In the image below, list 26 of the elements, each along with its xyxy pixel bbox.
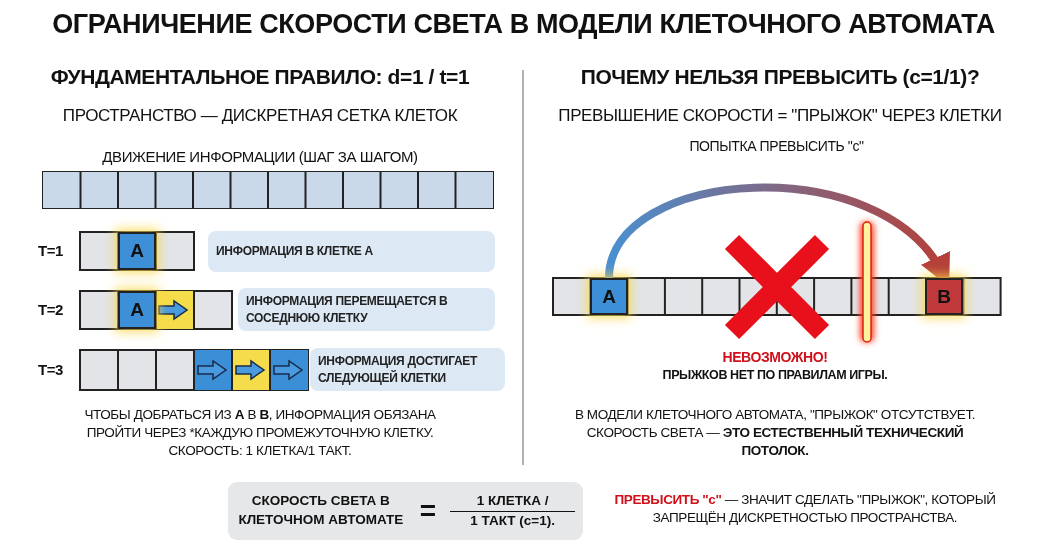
cell-a: A [590,278,628,315]
info-panel: ИНФОРМАЦИЯ ПЕРЕМЕЩАЕТСЯ В СОСЕДНЮЮ КЛЕТКУ [238,288,495,331]
paragraph: ПРЕВЫСИТЬ "c" — ЗНАЧИТ СДЕЛАТЬ "ПРЫЖОК", КОТОРЫЙ ЗАПРЕЩЁН ДИСКРЕТНОСТЬЮ ПРОСТРАНСТВА. [613,491,997,528]
fraction: 1 КЛЕТКА / 1 ТАКТ (c=1). [450,491,576,531]
cell-a: A [118,232,156,270]
paragraph: ЧТОБЫ ДОБРАТЬСЯ ИЗ A В B, ИНФОРМАЦИЯ ОБЯЗАНА ПРОЙТИ ЧЕРЕЗ *КАЖДУЮ ПРОМЕЖУТОЧНУЮ КЛЕТКУ. СКОРОСТЬ: 1 КЛЕТКА/1 ТАКТ. [83,406,437,461]
formula-card [228,482,583,540]
cell-b: B [925,278,963,315]
subheading: ДВИЖЕНИЕ ИНФОРМАЦИИ (ШАГ ЗА ШАГОМ) [101,148,419,166]
equals-sign: = [419,494,437,529]
subheading: ПРОСТРАНСТВО — ДИСКРЕТНАЯ СЕТКА КЛЕТОК [61,106,459,127]
subheading: ПРЕВЫШЕНИЕ СКОРОСТИ = "ПРЫЖОК" ЧЕРЕЗ КЛЕТКИ [557,106,1003,127]
note-text: ПРЫЖКОВ НЕТ ПО ПРАВИЛАМ ИГРЫ. [661,368,889,383]
warning-text: НЕВОЗМОЖНО! [721,349,829,366]
info-panel: ИНФОРМАЦИЯ В КЛЕТКЕ А [208,231,495,272]
edge-label: ПОПЫТКА ПРЕВЫСИТЬ "c" [688,138,865,155]
row-label: T=1 [38,242,64,260]
paragraph: В МОДЕЛИ КЛЕТОЧНОГО АВТОМАТА, "ПРЫЖОК" ОТСУТСТВУЕТ. СКОРОСТЬ СВЕТА — ЭТО ЕСТЕСТВЕННЫЙ ТЕХНИЧЕСКИЙ ПОТОЛОК. [573,406,977,461]
cell-a: A [118,291,156,329]
section-heading: ФУНДАМЕНТАЛЬНОЕ ПРАВИЛО: d=1 / t=1 [49,64,471,90]
info-panel: ИНФОРМАЦИЯ ДОСТИГАЕТ СЛЕДУЮЩЕЙ КЛЕТКИ [310,348,505,391]
row-label: T=2 [38,301,64,319]
formula-text: СКОРОСТЬ СВЕТА В КЛЕТОЧНОМ АВТОМАТЕ [237,492,405,529]
title: ОГРАНИЧЕНИЕ СКОРОСТИ СВЕТА В МОДЕЛИ КЛЕТОЧНОГО АВТОМАТА [51,8,996,41]
row-label: T=3 [38,361,64,379]
section-heading: ПОЧЕМУ НЕЛЬЗЯ ПРЕВЫСИТЬ (c=1/1)? [579,64,981,90]
